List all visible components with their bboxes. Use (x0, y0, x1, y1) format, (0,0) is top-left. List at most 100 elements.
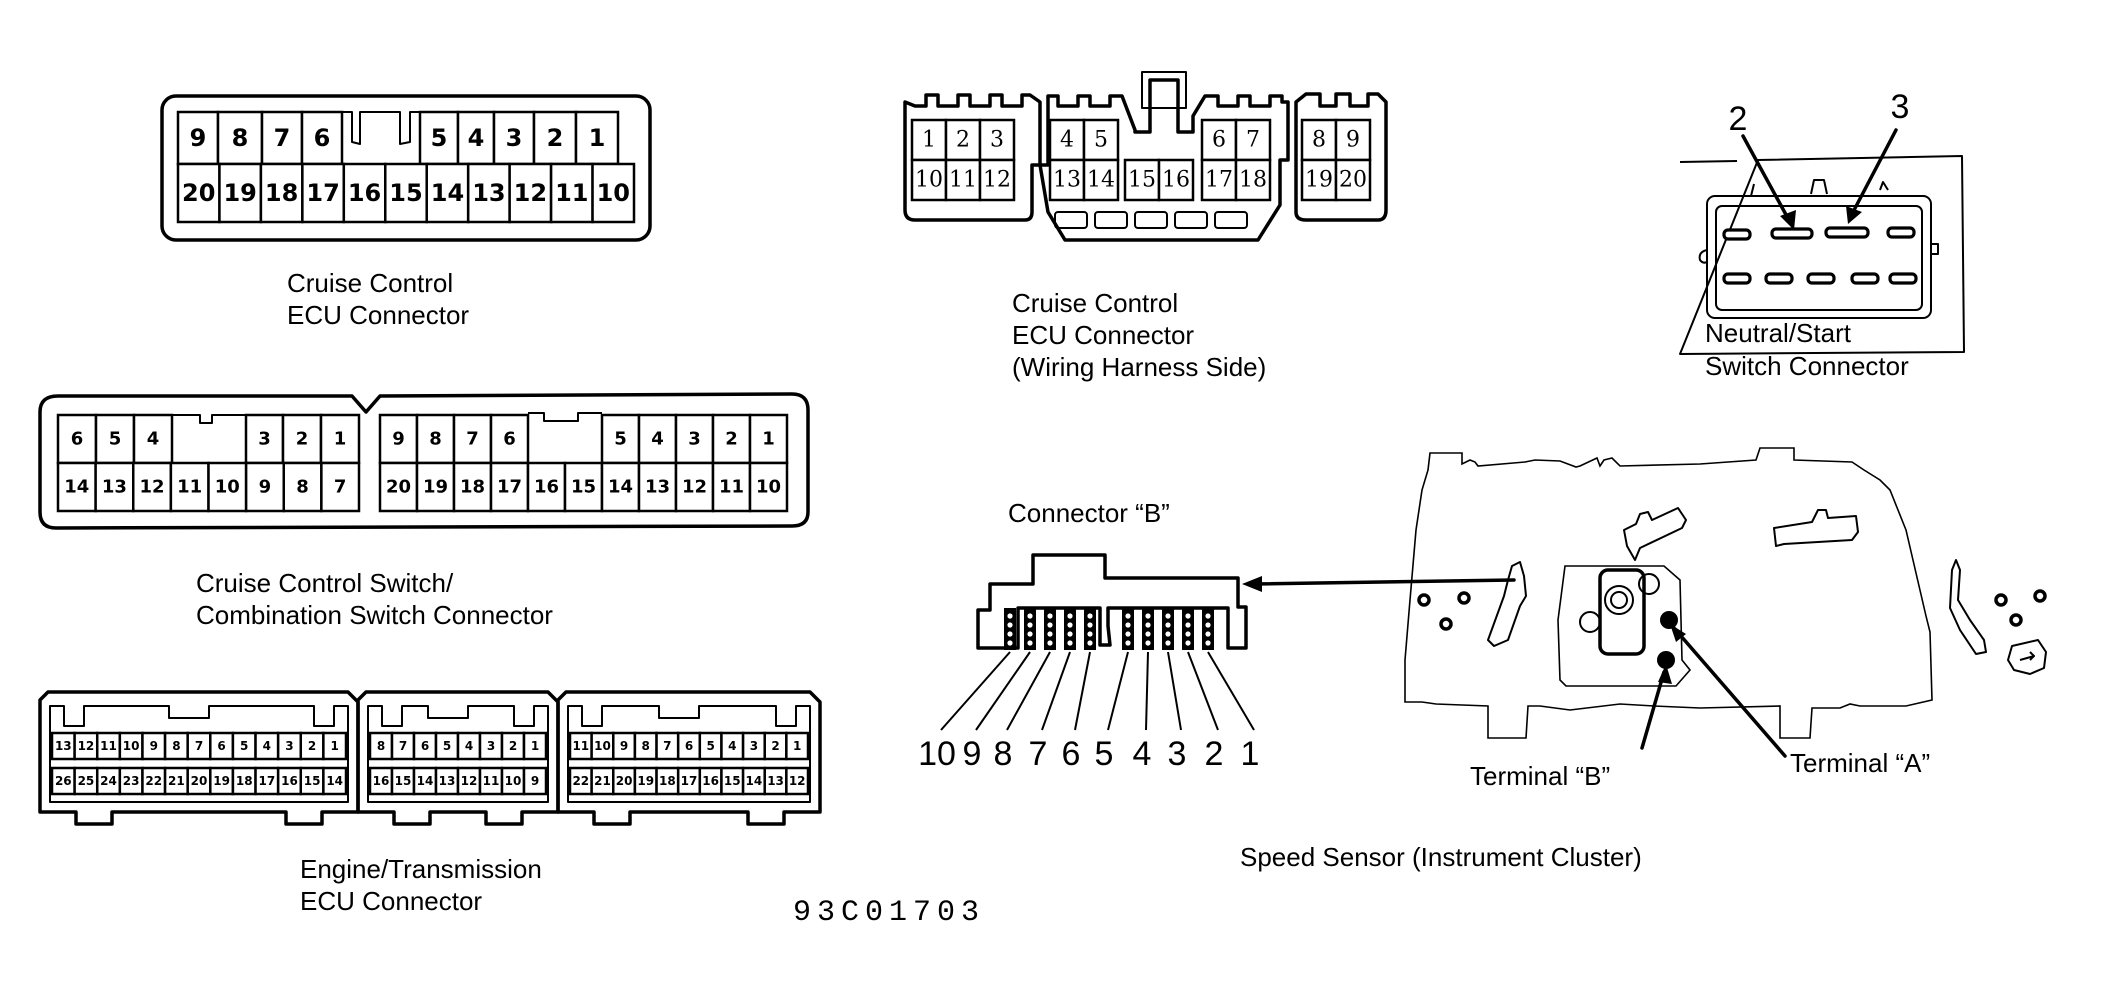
pin-cell-bottom: 13 (637, 461, 678, 513)
pin-number: 7 (274, 124, 291, 152)
keyway-notch (528, 412, 602, 422)
pin-cell-bottom: 25 (73, 766, 99, 796)
pin-cavity (549, 162, 594, 224)
terminal-a-dot (1660, 611, 1678, 629)
ns-callout-3-label: 3 (1891, 88, 1910, 126)
pin-cell-bottom: 17 (489, 461, 530, 513)
terminal-dot (1205, 613, 1211, 619)
pin-cell-bottom: 15 (563, 461, 604, 513)
pin-cell-top: 11 (568, 731, 593, 761)
pin-cavity (282, 461, 323, 513)
pin-number: 10 (597, 179, 630, 207)
terminal-dot (1185, 631, 1191, 637)
cruise-ecu-connector-housing (160, 94, 652, 242)
pin-cell-bottom: 15 (384, 162, 428, 224)
pin-cell-bottom: 17 (1200, 158, 1238, 202)
connector-b-leader-line (1074, 651, 1091, 731)
terminal-dot (1165, 613, 1171, 619)
pin-cell-bottom: 11 (711, 461, 752, 513)
pin-cell-bottom: 14 (412, 766, 438, 796)
cluster-clip-right-side (1949, 559, 1987, 655)
pin-number: 14 (64, 477, 89, 498)
pin-number: 11 (177, 477, 202, 498)
pin-cell-top: 7 (260, 110, 304, 166)
ecu-block-housing (556, 690, 822, 826)
harness-centre-housing (1038, 78, 1290, 242)
pin-cell-top: 5 (600, 413, 641, 465)
terminal-dot (1027, 622, 1033, 628)
pin-number: 9 (531, 774, 539, 788)
pin-number: 2 (308, 739, 316, 753)
pin-cell-top: 7 (655, 731, 680, 761)
connector-b-label: Connector “B” (1008, 498, 1170, 528)
terminal-dot (1145, 640, 1151, 646)
pin-number: 10 (215, 477, 240, 498)
pin-number: 20 (386, 477, 411, 498)
pin-number: 18 (265, 179, 298, 207)
pin-cavity (207, 461, 248, 513)
connector-b-housing (976, 553, 1248, 650)
pin-number: 7 (1246, 128, 1260, 153)
connector-b-pin-number: 5 (1095, 735, 1114, 773)
pin-number: 10 (915, 168, 943, 193)
pin-number: 18 (236, 774, 253, 788)
ns-top-nubs (1750, 181, 1889, 197)
pin-cavity (910, 158, 948, 202)
connector-b-terminal (1024, 608, 1036, 650)
pin-number: 10 (594, 739, 611, 753)
harness-caption-line1: Cruise Control (1012, 288, 1178, 318)
cluster-clip-right-top (1773, 509, 1859, 547)
connector-b-leader-line (1107, 651, 1129, 731)
pin-cell-bottom: 16 (368, 766, 394, 796)
pin-cell-bottom: 9 (244, 461, 285, 513)
pin-number: 3 (506, 124, 523, 152)
ecu-block-inner (367, 705, 549, 803)
terminal-dot (1027, 613, 1033, 619)
pin-cell-top: 4 (456, 731, 482, 761)
pin-number: 14 (608, 477, 633, 498)
pin-number: 25 (78, 774, 95, 788)
pin-number: 5 (431, 124, 448, 152)
pin-number: 11 (100, 739, 117, 753)
pin-cell-top: 9 (1334, 118, 1372, 162)
screw-hole (1457, 591, 1471, 605)
pin-cell-top: 2 (299, 731, 325, 761)
pin-cell-top: 8 (216, 110, 264, 166)
terminal-b-dot (1657, 651, 1675, 669)
pin-number: 9 (392, 429, 405, 450)
pin-cell-bottom: 14 (600, 461, 641, 513)
screw-hole (2033, 589, 2047, 603)
pin-cell-top: 4 (456, 110, 496, 166)
speed-sensor-caption: Speed Sensor (Instrument Cluster) (1240, 842, 1642, 872)
speed-sensor-ear-left (1579, 611, 1601, 633)
connector-b-terminal (1202, 608, 1214, 650)
terminal-dot (1067, 631, 1073, 637)
pin-cavity (301, 162, 346, 224)
pin-cell-bottom: 10 (207, 461, 248, 513)
pin-cell-bottom: 18 (655, 766, 680, 796)
connector-b-pin-row (940, 608, 1255, 731)
pin-cell-top: 6 (300, 110, 344, 166)
pin-cavity (415, 461, 456, 513)
engine-trans-caption-line2: ECU Connector (300, 886, 482, 916)
pin-number: 18 (1239, 168, 1267, 193)
pin-cell-top: 5 (434, 731, 460, 761)
pin-number: 4 (468, 124, 485, 152)
pin-number: 19 (1305, 168, 1333, 193)
pin-cell-top: 1 (319, 413, 361, 465)
pin-cell-top: 5 (94, 413, 136, 465)
connector-b-terminal (1084, 608, 1096, 650)
bulb-socket (2007, 639, 2047, 675)
pin-cell-top: 2 (500, 731, 526, 761)
connector-b-pin-number: 2 (1205, 735, 1224, 773)
pin-number: 13 (55, 739, 72, 753)
pin-cell-top: 8 (163, 731, 189, 761)
pin-number: 11 (555, 179, 588, 207)
pin-cell-bottom: 14 (425, 162, 470, 224)
screw-hole (2009, 613, 2023, 627)
pin-cell-top: 7 (1234, 118, 1272, 162)
pin-number: 2 (547, 124, 564, 152)
pin-cell-top: 2 (532, 110, 578, 166)
pin-cell-top: 3 (276, 731, 303, 761)
